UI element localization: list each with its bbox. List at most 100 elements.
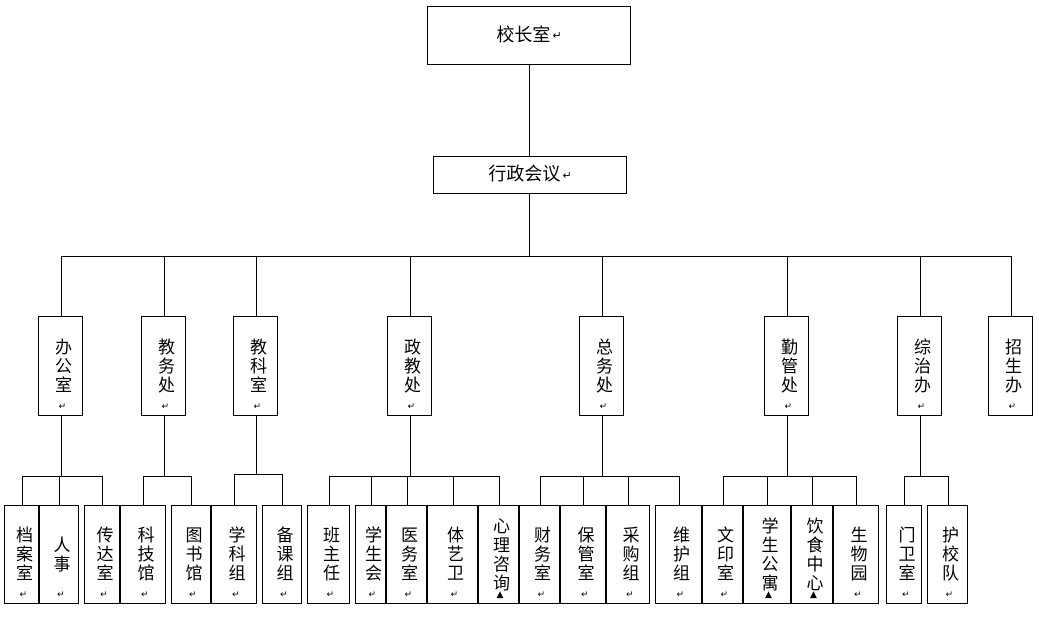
- sub-department-node: 班主任↵: [307, 505, 350, 604]
- connector-line: [329, 476, 500, 477]
- sub-department-node-label: 备课组: [272, 526, 293, 583]
- connector-line: [410, 416, 411, 476]
- connector-line: [329, 476, 330, 505]
- connector-line: [22, 476, 103, 477]
- connector-line: [602, 416, 603, 476]
- root-node: 校长室↵: [427, 6, 631, 65]
- sub-department-node: 财务室↵: [519, 505, 560, 604]
- sub-department-node-label: 保管室: [573, 526, 594, 583]
- connector-line: [767, 476, 768, 505]
- sub-department-node-label: 医务室: [397, 526, 417, 583]
- sub-department-node-label: 学生公寓: [757, 516, 778, 593]
- connector-line: [407, 476, 408, 505]
- connector-line: [723, 476, 724, 505]
- council-node-label: 行政会议: [488, 164, 561, 185]
- connector-line: [143, 476, 144, 505]
- sub-department-node: 学科组 ↵: [211, 505, 257, 604]
- paragraph-mark-icon: ↵: [58, 402, 67, 412]
- sub-department-node: 保管室 ↵: [560, 505, 606, 604]
- paragraph-mark-icon: ↵: [368, 590, 377, 600]
- sub-department-node-label: 饮食中心: [802, 516, 823, 593]
- paragraph-mark-icon: ↵: [552, 29, 562, 42]
- sub-department-node: 心理咨询▲: [478, 505, 519, 604]
- sub-department-node-label: 体艺卫: [443, 526, 463, 583]
- paragraph-mark-icon: ↵: [626, 590, 634, 600]
- sub-department-node-label: 学生会: [361, 526, 381, 583]
- sub-department-node-label: 档案室: [12, 526, 32, 583]
- sub-department-node: 传达室↵: [84, 505, 120, 604]
- sub-department-node: 文印室 ↵: [702, 505, 743, 604]
- sub-department-node: 档案室↵: [4, 505, 39, 604]
- sub-department-node-label: 学科组: [224, 526, 245, 583]
- connector-line: [540, 476, 680, 477]
- paragraph-mark-icon: ↵: [917, 402, 926, 412]
- connector-line: [602, 256, 603, 316]
- paragraph-mark-icon: ▲: [496, 590, 504, 600]
- paragraph-mark-icon: ▲: [765, 590, 772, 600]
- sub-department-node-label: 文印室: [713, 526, 733, 583]
- department-node: 教科室↵: [233, 316, 278, 416]
- paragraph-mark-icon: ↵: [141, 590, 149, 600]
- paragraph-mark-icon: ↵: [450, 590, 459, 600]
- connector-line: [948, 476, 949, 505]
- paragraph-mark-icon: ↵: [720, 590, 729, 600]
- department-node: 总务处↵: [579, 316, 624, 416]
- sub-department-node-label: 采购组: [618, 526, 639, 583]
- connector-line: [787, 416, 788, 476]
- connector-line: [812, 476, 813, 505]
- connector-line: [371, 476, 372, 505]
- paragraph-mark-icon: ↵: [945, 590, 954, 600]
- paragraph-mark-icon: ↵: [280, 590, 288, 600]
- paragraph-mark-icon: ↵: [676, 590, 685, 600]
- sub-department-node: 学生公寓▲: [743, 505, 791, 604]
- connector-line: [453, 476, 454, 505]
- paragraph-mark-icon: ▲: [810, 590, 817, 600]
- sub-department-node: 医务室↵: [386, 505, 427, 604]
- connector-line: [256, 416, 257, 474]
- paragraph-mark-icon: ↵: [854, 590, 862, 600]
- connector-line: [61, 256, 1011, 257]
- department-node: 招生办↵: [988, 316, 1033, 416]
- paragraph-mark-icon: ↵: [232, 590, 240, 600]
- sub-department-node-label: 科技馆: [133, 526, 154, 583]
- connector-line: [282, 474, 283, 505]
- department-node: 勤管处 ↵: [764, 316, 809, 416]
- connector-line: [583, 476, 584, 505]
- sub-department-node-label: 维护组: [669, 526, 689, 583]
- sub-department-node-label: 门卫室: [894, 526, 915, 583]
- paragraph-mark-icon: ↵: [161, 402, 170, 412]
- connector-line: [904, 476, 949, 477]
- sub-department-node: 门卫室 ↵: [886, 505, 922, 604]
- sub-department-node: 图书馆 ↵: [171, 505, 211, 604]
- connector-line: [723, 476, 857, 477]
- connector-line: [856, 476, 857, 505]
- paragraph-mark-icon: ↵: [253, 402, 262, 412]
- connector-line: [628, 476, 629, 505]
- connector-line: [256, 256, 257, 316]
- connector-line: [787, 256, 788, 316]
- sub-department-node-label: 生物园: [846, 526, 867, 583]
- paragraph-mark-icon: ↵: [784, 402, 793, 412]
- paragraph-mark-icon: ↵: [562, 168, 572, 182]
- paragraph-mark-icon: ↵: [581, 590, 589, 600]
- sub-department-node-label: 人事: [49, 535, 70, 574]
- sub-department-node-label: 图书馆: [181, 526, 202, 583]
- paragraph-mark-icon: ↵: [902, 590, 910, 600]
- connector-line: [191, 476, 192, 505]
- department-node-label: 综治办: [910, 337, 930, 395]
- paragraph-mark-icon: ↵: [189, 590, 197, 600]
- sub-department-node-label: 班主任: [319, 526, 339, 583]
- department-node: 办公室↵: [38, 316, 83, 416]
- sub-department-node: 学生会 ↵: [355, 505, 386, 604]
- sub-department-node: 护校队 ↵: [927, 505, 968, 604]
- connector-line: [234, 474, 283, 475]
- sub-department-node-label: 传达室: [92, 526, 113, 583]
- root-node-label: 校长室: [496, 24, 551, 46]
- paragraph-mark-icon: ↵: [407, 402, 416, 412]
- sub-department-node-label: 心理咨询: [489, 516, 509, 593]
- connector-line: [22, 476, 23, 505]
- connector-line: [540, 476, 541, 505]
- department-node-label: 勤管处: [777, 337, 797, 395]
- sub-department-node-label: 护校队: [938, 526, 958, 583]
